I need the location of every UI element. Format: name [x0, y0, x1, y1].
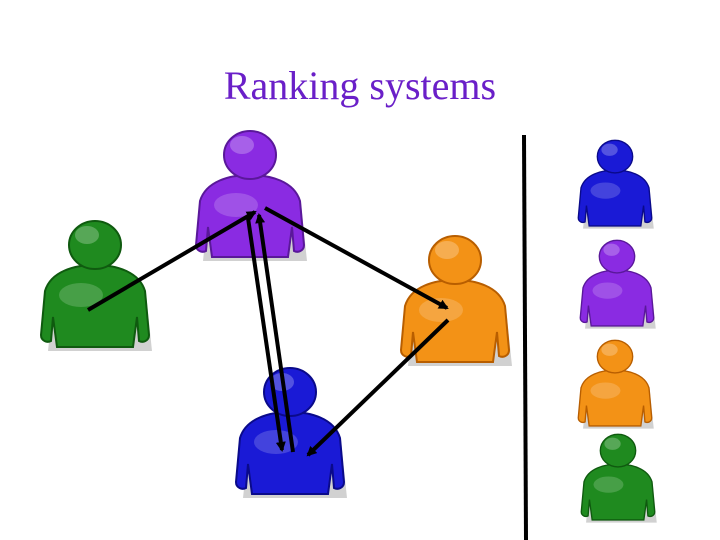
- edge-green-to-purple: [86, 210, 257, 312]
- ranking-divider: [522, 134, 528, 540]
- ranked-person-icon-orange: [577, 339, 654, 429]
- person-icon-green: [39, 220, 152, 351]
- person-icon-blue: [234, 367, 347, 498]
- ranked-person-icon-green: [580, 433, 657, 523]
- edge-blue-to-purple: [255, 213, 295, 453]
- edge-orange-to-blue: [306, 318, 450, 457]
- slide-title: Ranking systems: [223, 63, 497, 108]
- ranked-person-icon-purple: [579, 239, 656, 329]
- edge-purple-to-blue: [246, 217, 286, 452]
- ranked-person-icon-blue: [577, 139, 654, 229]
- edge-purple-to-orange: [264, 206, 449, 310]
